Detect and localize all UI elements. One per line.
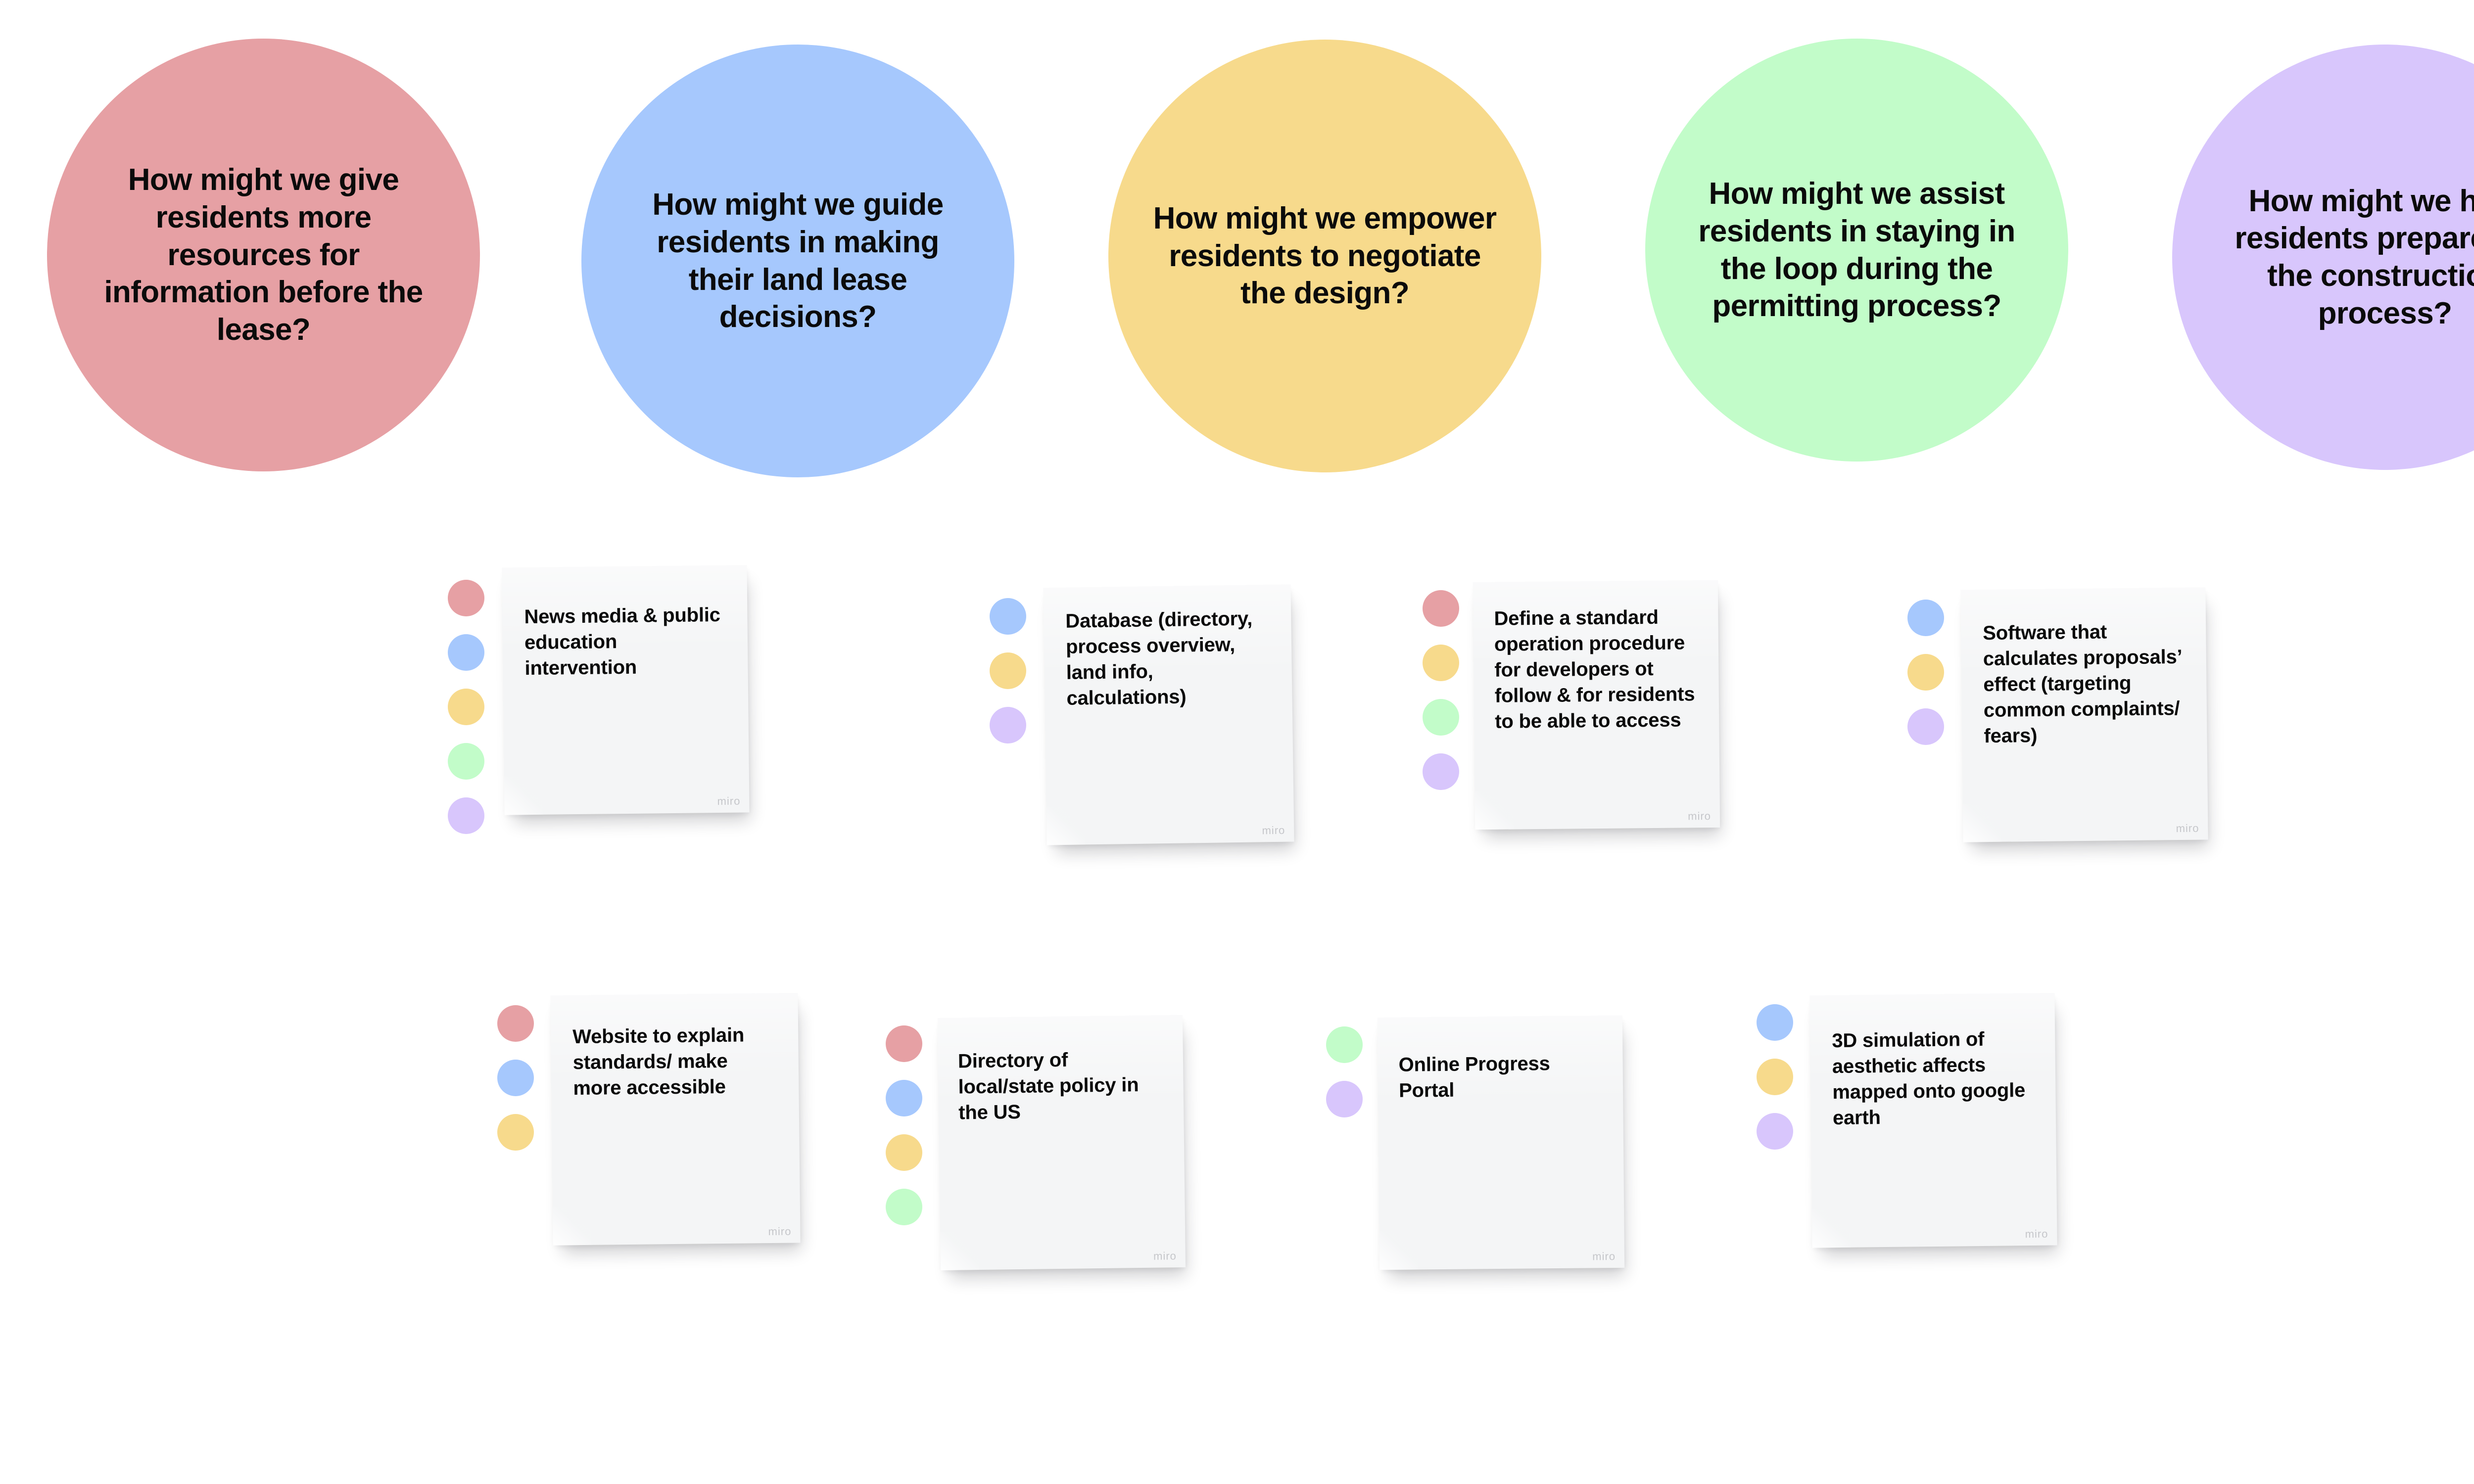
- tag-dot-green[interactable]: [1326, 1026, 1363, 1063]
- hmw-circle-label: How might we assist residents in staying…: [1698, 177, 2015, 324]
- sticky-note-text: 3D simulation of aesthetic affects mappe…: [1832, 1028, 2026, 1129]
- tag-dot-column: [1907, 600, 1944, 745]
- miro-watermark: miro: [1688, 809, 1712, 823]
- idea-note-directory-policy[interactable]: Directory of local/state policy in the U…: [886, 1015, 1186, 1271]
- sticky-note-text: Software that calculates proposals’ effe…: [1983, 621, 2182, 747]
- sticky-note[interactable]: Website to explain standards/ make more …: [550, 993, 801, 1246]
- tag-dot-purple[interactable]: [448, 797, 484, 834]
- tag-dot-blue[interactable]: [448, 634, 484, 671]
- hmw-circle-negotiate-design[interactable]: How might we empower residents to negoti…: [1108, 40, 1541, 472]
- tag-dot-green[interactable]: [448, 743, 484, 780]
- tag-dot-column: [990, 598, 1026, 743]
- miro-watermark: miro: [1592, 1250, 1616, 1263]
- miro-watermark: miro: [768, 1225, 792, 1238]
- tag-dot-column: [1423, 590, 1459, 790]
- tag-dot-purple[interactable]: [1907, 708, 1944, 745]
- tag-dot-blue[interactable]: [1757, 1004, 1793, 1041]
- tag-dot-column: [1757, 1004, 1793, 1150]
- miro-watermark: miro: [717, 794, 741, 808]
- tag-dot-blue[interactable]: [497, 1060, 534, 1096]
- tag-dot-yellow[interactable]: [1423, 645, 1459, 681]
- tag-dot-purple[interactable]: [1757, 1113, 1793, 1150]
- tag-dot-red[interactable]: [886, 1025, 922, 1062]
- tag-dot-yellow[interactable]: [1907, 654, 1944, 691]
- tag-dot-blue[interactable]: [886, 1080, 922, 1116]
- tag-dot-purple[interactable]: [1423, 753, 1459, 790]
- tag-dot-yellow[interactable]: [497, 1114, 534, 1151]
- sticky-note[interactable]: News media & public education interventi…: [502, 565, 750, 815]
- idea-note-3d-simulation[interactable]: 3D simulation of aesthetic affects mappe…: [1757, 993, 2057, 1248]
- sticky-note-text: Website to explain standards/ make more …: [572, 1024, 745, 1100]
- idea-note-online-progress-portal[interactable]: Online Progress Portal miro: [1326, 1015, 1625, 1270]
- idea-note-website-standards[interactable]: Website to explain standards/ make more …: [497, 993, 801, 1246]
- sticky-note[interactable]: Database (directory, process overview, l…: [1043, 584, 1294, 845]
- tag-dot-purple[interactable]: [1326, 1081, 1363, 1117]
- idea-note-software-calculates-proposals[interactable]: Software that calculates proposals’ effe…: [1907, 587, 2208, 842]
- tag-dot-column: [1326, 1026, 1363, 1117]
- sticky-note[interactable]: 3D simulation of aesthetic affects mappe…: [1809, 993, 2057, 1248]
- hmw-circle-label: How might we give residents more resourc…: [104, 163, 423, 347]
- sticky-note-text: Define a standard operation procedure fo…: [1494, 606, 1695, 733]
- tag-dot-green[interactable]: [886, 1189, 922, 1225]
- sticky-note[interactable]: Software that calculates proposals’ effe…: [1960, 587, 2208, 842]
- tag-dot-red[interactable]: [497, 1005, 534, 1042]
- tag-dot-yellow[interactable]: [886, 1134, 922, 1171]
- hmw-circle-resources-before-lease[interactable]: How might we give residents more resourc…: [47, 39, 480, 471]
- tag-dot-column: [886, 1025, 922, 1225]
- tag-dot-yellow[interactable]: [448, 689, 484, 725]
- hmw-circle-permitting-loop[interactable]: How might we assist residents in staying…: [1645, 39, 2068, 462]
- tag-dot-green[interactable]: [1423, 699, 1459, 736]
- hmw-circle-label: How might we guide residents in making t…: [652, 187, 944, 334]
- miro-watermark: miro: [1153, 1250, 1177, 1262]
- hmw-circle-label: How might we help residents prepare for …: [2235, 184, 2474, 330]
- tag-dot-purple[interactable]: [990, 707, 1026, 743]
- idea-note-standard-operation-procedure[interactable]: Define a standard operation procedure fo…: [1423, 580, 1720, 830]
- miro-watermark: miro: [2025, 1227, 2048, 1241]
- sticky-note-text: News media & public education interventi…: [524, 603, 720, 680]
- tag-dot-column: [448, 580, 484, 834]
- tag-dot-blue[interactable]: [1907, 600, 1944, 636]
- sticky-note-text: Online Progress Portal: [1398, 1053, 1550, 1102]
- sticky-note-text: Database (directory, process overview, l…: [1065, 607, 1253, 709]
- tag-dot-yellow[interactable]: [1757, 1059, 1793, 1095]
- tag-dot-column: [497, 1005, 534, 1151]
- sticky-note[interactable]: Directory of local/state policy in the U…: [937, 1015, 1186, 1271]
- miro-watermark: miro: [2176, 822, 2199, 835]
- sticky-note-text: Directory of local/state policy in the U…: [957, 1049, 1139, 1124]
- tag-dot-red[interactable]: [1423, 590, 1459, 627]
- hmw-circle-construction-prep[interactable]: How might we help residents prepare for …: [2172, 45, 2474, 470]
- tag-dot-yellow[interactable]: [990, 652, 1026, 689]
- idea-note-news-media[interactable]: News media & public education interventi…: [448, 565, 750, 834]
- hmw-circle-guide-land-lease-decisions[interactable]: How might we guide residents in making t…: [581, 45, 1014, 477]
- idea-note-database[interactable]: Database (directory, process overview, l…: [990, 584, 1294, 845]
- tag-dot-red[interactable]: [448, 580, 484, 616]
- sticky-note[interactable]: Define a standard operation procedure fo…: [1473, 580, 1720, 830]
- sticky-note[interactable]: Online Progress Portal miro: [1377, 1015, 1625, 1270]
- tag-dot-blue[interactable]: [990, 598, 1026, 635]
- hmw-circle-label: How might we empower residents to negoti…: [1153, 201, 1497, 311]
- miro-watermark: miro: [1262, 824, 1285, 837]
